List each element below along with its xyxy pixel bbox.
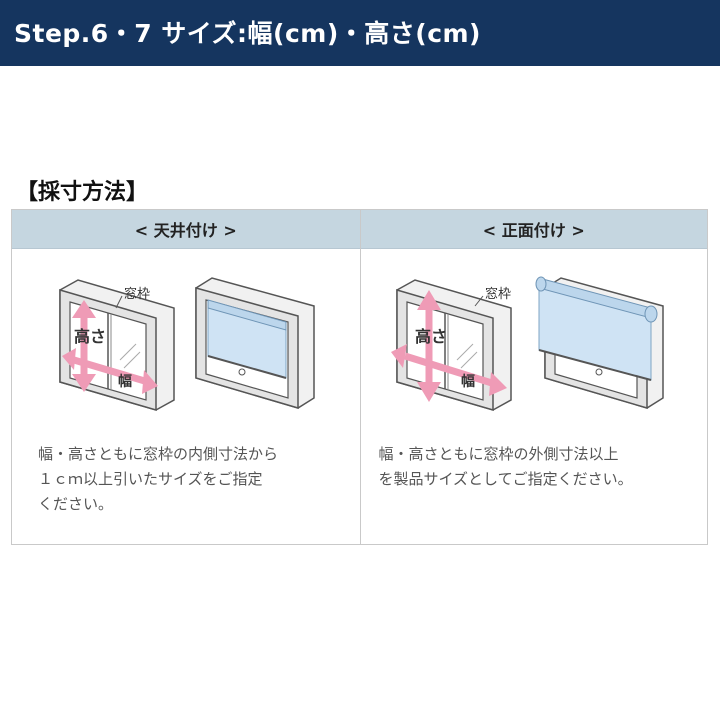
- ceiling-mount-illustration: 窓枠 高さ 幅: [59, 277, 315, 411]
- page-header: Step.6・7 サイズ:幅(cm)・高さ(cm): [0, 0, 720, 66]
- height-label: 高さ: [74, 327, 106, 346]
- window-with-blind-drawing: [195, 277, 315, 410]
- description-line: ください。: [38, 495, 114, 513]
- width-label: 幅: [118, 373, 132, 390]
- description-line: １ｃｍ以上引いたサイズをご指定: [38, 470, 263, 488]
- ceiling-mount-panel: < 天井付け > 窓枠 高さ: [12, 210, 360, 544]
- height-label: 高さ: [415, 327, 447, 346]
- measure-arrows: [62, 300, 158, 394]
- description: 幅・高さともに窓枠の内側寸法から １ｃｍ以上引いたサイズをご指定 ください。: [38, 442, 358, 517]
- description-line: 幅・高さともに窓枠の外側寸法以上: [378, 445, 619, 463]
- front-mount-panel: < 正面付け > 窓枠 高さ 幅: [359, 210, 707, 544]
- section-title: 【採寸方法】: [16, 180, 149, 205]
- description-line: 幅・高さともに窓枠の内側寸法から: [38, 445, 279, 463]
- front-mount-illustration: 窓枠 高さ 幅: [390, 276, 664, 411]
- frame-label: 窓枠: [485, 286, 511, 302]
- description-line: を製品サイズとしてご指定ください。: [378, 470, 633, 488]
- panel-title: < 天井付け >: [12, 210, 360, 249]
- window-with-blind-drawing: [535, 276, 664, 410]
- page-title: Step.6・7 サイズ:幅(cm)・高さ(cm): [14, 19, 481, 48]
- panel-title: < 正面付け >: [360, 210, 707, 249]
- measure-arrows: [390, 290, 507, 402]
- frame-label: 窓枠: [124, 286, 150, 302]
- description: 幅・高さともに窓枠の外側寸法以上 を製品サイズとしてご指定ください。: [379, 442, 699, 492]
- width-label: 幅: [461, 373, 475, 390]
- measurement-panels: < 天井付け > 窓枠 高さ: [11, 209, 708, 545]
